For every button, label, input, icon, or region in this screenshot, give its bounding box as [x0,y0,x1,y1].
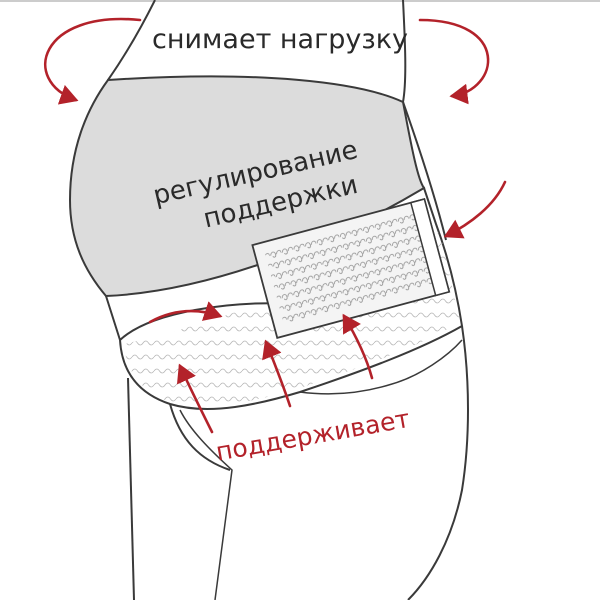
label-relieves-load: снимает нагрузку [152,24,409,55]
curved-arrow-icon [443,180,507,239]
arrow-group [43,17,507,434]
crotch-outline [169,403,231,471]
curved-arrow-icon [43,17,142,105]
curved-arrow-icon [148,301,223,324]
back-outline [107,0,156,81]
front-leg-outline [127,377,135,600]
inner-thigh-outline [299,339,463,395]
velcro-patch-icon [251,197,451,339]
back-leg-outline [407,325,469,600]
curved-arrow-icon [418,18,490,105]
inner-leg-outline [179,409,233,600]
arrow-up-icon [342,313,374,380]
arrow-up-icon [262,339,292,408]
arrow-up-icon [176,363,214,434]
